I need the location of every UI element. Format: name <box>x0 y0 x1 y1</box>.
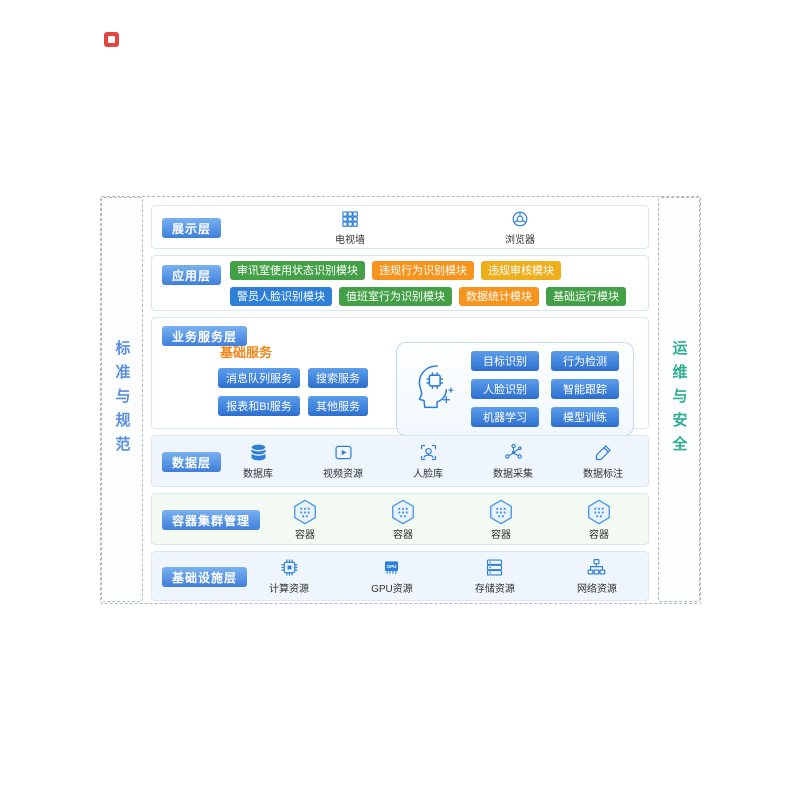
ai-service-chip: 人脸识别 <box>471 379 539 399</box>
module-chip: 警员人脸识别模块 <box>230 286 332 306</box>
gpu-icon: GPU <box>381 557 402 578</box>
basic-services-title: 基础服务 <box>220 345 273 360</box>
tv-wall-icon <box>340 209 360 229</box>
layer-business-label: 业务服务层 <box>162 326 248 346</box>
database-label: 数据库 <box>243 469 273 480</box>
compute-resource-item: 计算资源 <box>269 557 309 595</box>
layer-data-label: 数据层 <box>162 452 222 472</box>
container-hexagon-icon <box>389 498 417 526</box>
layer-application: 应用层 审讯室使用状态识别模块 违规行为识别模块 违规审核模块 警员人脸识别模块… <box>151 255 649 311</box>
face-library-item: 人脸库 <box>413 442 443 480</box>
container-item: 容器 <box>291 498 319 541</box>
tv-wall-item: 电视墙 <box>335 209 365 246</box>
layer-container-label: 容器集群管理 <box>162 510 261 530</box>
container-label: 容器 <box>393 529 413 541</box>
video-resource-item: 视频资源 <box>323 442 363 480</box>
data-collection-item: 数据采集 <box>493 442 533 480</box>
layers-column: 展示层 电视墙 <box>151 205 649 601</box>
database-icon <box>248 442 269 463</box>
container-item: 容器 <box>487 498 515 541</box>
pen-icon <box>593 442 614 463</box>
container-label: 容器 <box>491 529 511 541</box>
page-logo-icon <box>104 32 119 47</box>
video-icon <box>333 442 354 463</box>
basic-services-group: 基础服务 消息队列服务 搜索服务 报表和BI服务 其他服务 <box>218 342 382 416</box>
service-chip: 报表和BI服务 <box>218 396 300 416</box>
container-label: 容器 <box>295 529 315 541</box>
application-modules-row-2: 警员人脸识别模块 值班室行为识别模块 数据统计模块 基础运行模块 <box>230 286 648 306</box>
layer-application-label: 应用层 <box>162 265 222 285</box>
standards-specs-label: 标准与规范 <box>113 339 131 460</box>
storage-resource-item: 存储资源 <box>475 557 515 595</box>
ai-services-panel: 目标识别 行为检测 人脸识别 智能跟踪 机器学习 模型训练 <box>396 342 634 436</box>
gpu-resource-label: GPU资源 <box>371 584 413 595</box>
module-chip: 审讯室使用状态识别模块 <box>230 260 365 280</box>
service-chip: 消息队列服务 <box>218 368 300 388</box>
ai-service-chip: 目标识别 <box>471 351 539 371</box>
face-library-label: 人脸库 <box>413 469 443 480</box>
standards-specs-strip: 标准与规范 <box>101 197 143 602</box>
database-item: 数据库 <box>243 442 273 480</box>
container-hexagon-icon <box>291 498 319 526</box>
data-collection-icon <box>503 442 524 463</box>
tv-wall-label: 电视墙 <box>335 234 365 246</box>
video-resource-label: 视频资源 <box>323 469 363 480</box>
service-chip: 其他服务 <box>308 396 368 416</box>
module-chip: 基础运行模块 <box>546 286 626 306</box>
layer-data: 数据层 数据库 <box>151 435 649 487</box>
ops-security-label: 运维与安全 <box>670 339 688 460</box>
module-chip: 值班室行为识别模块 <box>339 286 452 306</box>
data-collection-label: 数据采集 <box>493 469 533 480</box>
network-resource-label: 网络资源 <box>576 584 617 595</box>
gpu-resource-item: GPU GPU资源 <box>371 557 413 595</box>
ai-head-icon <box>411 362 457 416</box>
container-item: 容器 <box>389 498 417 541</box>
ai-service-chip: 机器学习 <box>471 407 539 427</box>
browser-item: 浏览器 <box>505 209 535 246</box>
container-hexagon-icon <box>585 498 613 526</box>
layer-presentation: 展示层 电视墙 <box>151 205 649 249</box>
ai-service-chip: 模型训练 <box>551 407 619 427</box>
module-chip: 违规行为识别模块 <box>372 260 474 280</box>
application-modules-row-1: 审讯室使用状态识别模块 违规行为识别模块 违规审核模块 <box>230 260 648 280</box>
layer-presentation-label: 展示层 <box>162 218 222 238</box>
module-chip: 数据统计模块 <box>459 286 539 306</box>
container-label: 容器 <box>589 529 609 541</box>
data-annotation-item: 数据标注 <box>583 442 623 480</box>
ai-service-chip: 智能跟踪 <box>551 379 619 399</box>
layer-infrastructure-label: 基础设施层 <box>162 567 248 587</box>
layer-container-cluster: 容器集群管理 容器 <box>151 493 649 545</box>
compute-resource-label: 计算资源 <box>269 584 310 595</box>
storage-resource-label: 存储资源 <box>474 584 515 595</box>
ai-services-grid: 目标识别 行为检测 人脸识别 智能跟踪 机器学习 模型训练 <box>471 351 619 427</box>
storage-icon <box>484 557 505 578</box>
module-chip: 违规审核模块 <box>481 260 561 280</box>
container-hexagon-icon <box>487 498 515 526</box>
cpu-icon <box>279 557 300 578</box>
ai-service-chip: 行为检测 <box>551 351 619 371</box>
diagram-outer-frame <box>100 196 701 604</box>
ops-security-strip: 运维与安全 <box>658 197 700 602</box>
browser-icon <box>510 209 530 229</box>
layer-infrastructure: 基础设施层 计算资源 <box>151 551 649 601</box>
svg-text:GPU: GPU <box>387 564 397 569</box>
browser-label: 浏览器 <box>505 234 535 246</box>
layer-business-services: 业务服务层 基础服务 消息队列服务 搜索服务 报表和BI服务 其他服务 <box>151 317 649 436</box>
service-chip: 搜索服务 <box>308 368 368 388</box>
network-resource-item: 网络资源 <box>577 557 617 595</box>
network-icon <box>586 557 607 578</box>
container-item: 容器 <box>585 498 613 541</box>
face-scan-icon <box>418 442 439 463</box>
data-annotation-label: 数据标注 <box>583 469 623 480</box>
